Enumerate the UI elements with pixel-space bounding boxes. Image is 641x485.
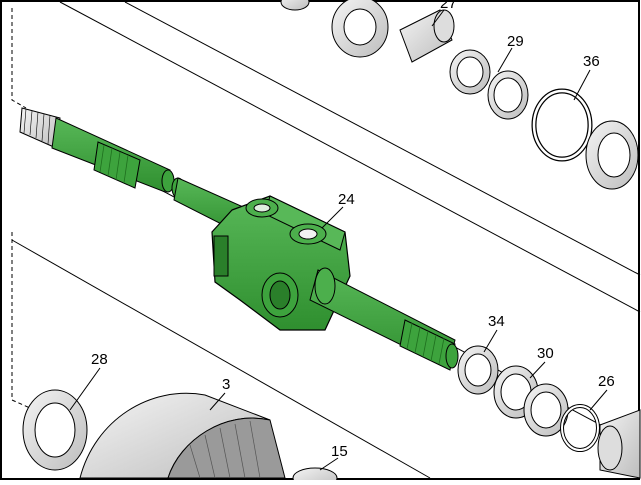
snap-ring-26	[560, 404, 600, 452]
label-27: 27	[440, 0, 457, 12]
dashed-leaders	[11, 8, 31, 409]
label-24: 24	[338, 191, 355, 208]
bearing-27	[280, 0, 455, 63]
label-34: 34	[488, 313, 505, 330]
bearing-right-bottom	[597, 409, 641, 479]
ring-gear-3	[79, 392, 286, 479]
label-3: 3	[222, 376, 230, 393]
shaft-assembly-24	[19, 107, 459, 371]
washer-29	[449, 49, 529, 120]
part-labels: 27 29 36 24 34 30 26 28 3 15	[91, 0, 615, 460]
label-leader-lines	[69, 9, 608, 471]
bearing-30	[493, 365, 569, 437]
flange-28	[22, 389, 88, 471]
label-26: 26	[598, 373, 615, 390]
part-15	[292, 467, 338, 485]
label-29: 29	[507, 33, 524, 50]
label-36: 36	[583, 53, 600, 70]
washer-34	[457, 345, 499, 395]
label-30: 30	[537, 345, 554, 362]
bearing-right-top	[585, 120, 639, 190]
snap-ring-36	[531, 88, 593, 162]
label-28: 28	[91, 351, 108, 368]
label-15: 15	[331, 443, 348, 460]
